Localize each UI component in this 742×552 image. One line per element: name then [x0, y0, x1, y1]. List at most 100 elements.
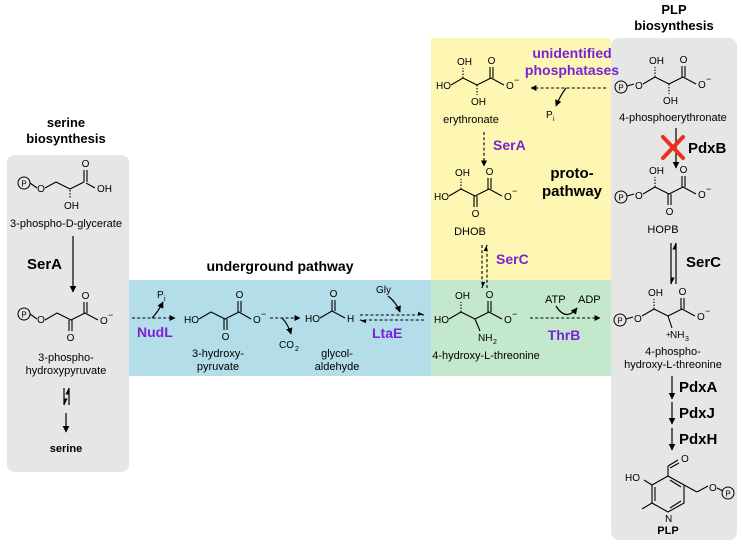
svg-text:O: O: [697, 312, 705, 323]
svg-text:O: O: [666, 207, 674, 218]
label-4-phosphoerythronate: 4-phosphoerythronate: [619, 112, 727, 124]
svg-text:O: O: [681, 454, 689, 465]
svg-text:+: +: [666, 330, 671, 339]
svg-text:OH: OH: [457, 57, 472, 68]
svg-text:P: P: [21, 311, 26, 320]
serine-pathway-box: [7, 155, 129, 472]
enzyme-serc-mid: SerC: [496, 251, 529, 267]
label-hp-line2: pyruvate: [197, 361, 239, 373]
svg-text:HO: HO: [625, 473, 640, 484]
svg-text:−: −: [512, 186, 517, 196]
arrow-atp-adp: [555, 305, 578, 316]
enzyme-thrb: ThrB: [548, 327, 581, 343]
underground-pathway-box: [129, 280, 431, 376]
svg-text:O: O: [680, 165, 688, 176]
label-plp: PLP: [657, 525, 678, 537]
svg-text:−: −: [108, 310, 113, 320]
svg-text:O: O: [506, 81, 514, 92]
svg-text:HO: HO: [434, 315, 449, 326]
equilibrium-arrow-php-serine: [63, 387, 70, 406]
proto-header-line2: pathway: [542, 183, 603, 200]
label-ga-line1: glycol-: [321, 348, 353, 360]
svg-text:O: O: [82, 291, 90, 302]
svg-text:OH: OH: [648, 288, 663, 299]
equilibrium-arrow-ltae: [359, 311, 425, 324]
svg-text:HO: HO: [434, 192, 449, 203]
structure-3-hydroxypyruvate: HO O O O −: [184, 290, 266, 343]
svg-text:NH: NH: [670, 330, 684, 341]
svg-text:O: O: [67, 333, 75, 344]
structure-glycolaldehyde: HO O H: [305, 289, 354, 325]
svg-text:N: N: [665, 514, 672, 525]
cofactor-pi-phosphatase: P: [546, 110, 553, 121]
svg-text:O: O: [330, 289, 338, 300]
svg-text:HO: HO: [436, 81, 451, 92]
svg-text:OH: OH: [455, 168, 470, 179]
label-erythronate: erythronate: [443, 114, 499, 126]
label-hp-line1: 3-hydroxy-: [192, 348, 244, 360]
svg-text:O: O: [253, 315, 261, 326]
enzyme-serc-right: SerC: [686, 254, 721, 271]
enzyme-pdxh: PdxH: [679, 431, 717, 448]
svg-text:O: O: [236, 290, 244, 301]
svg-text:OH: OH: [471, 97, 486, 108]
svg-text:−: −: [261, 309, 266, 319]
svg-text:−: −: [512, 309, 517, 319]
cofactor-co2: CO: [279, 340, 294, 351]
enzyme-sera-left: SerA: [27, 256, 62, 273]
svg-text:O: O: [37, 184, 45, 195]
svg-text:OH: OH: [663, 96, 678, 107]
svg-text:O: O: [488, 56, 496, 67]
label-serine: serine: [50, 443, 82, 455]
label-phthr-line1: 4-phospho-: [645, 346, 701, 358]
structure-4-hydroxy-l-threonine: HO OH NH 2 O O −: [434, 290, 517, 346]
enzyme-sera-mid: SerA: [493, 137, 526, 153]
svg-text:O: O: [698, 80, 706, 91]
arrow-gly-input: [387, 295, 401, 313]
svg-text:−: −: [706, 74, 711, 84]
cofactor-pi-nudl: P: [157, 290, 164, 301]
proto-pathway-box: [431, 38, 611, 280]
svg-text:O: O: [100, 316, 108, 327]
label-dhob: DHOB: [454, 226, 486, 238]
svg-text:OH: OH: [97, 184, 112, 195]
svg-text:P: P: [618, 84, 623, 93]
svg-text:H: H: [347, 314, 354, 325]
svg-text:HO: HO: [184, 315, 199, 326]
label-3-phospho-d-glycerate: 3-phospho-D-glycerate: [10, 218, 122, 230]
svg-text:O: O: [679, 287, 687, 298]
svg-text:OH: OH: [64, 201, 79, 212]
plp-header-line2: biosynthesis: [634, 18, 713, 33]
serine-header-line2: biosynthesis: [26, 131, 105, 146]
proto-header-line1: proto-: [550, 165, 593, 182]
equilibrium-arrow-serc-mid: [481, 244, 488, 289]
svg-text:O: O: [504, 192, 512, 203]
svg-text:−: −: [514, 75, 519, 85]
enzyme-pdxj: PdxJ: [679, 405, 715, 422]
svg-text:O: O: [37, 315, 45, 326]
enzyme-ltae: LtaE: [372, 325, 402, 341]
arrow-pi-release-phosphatase: [555, 87, 567, 107]
equilibrium-arrow-serc-right: [670, 242, 677, 285]
label-ga-line2: aldehyde: [315, 361, 360, 373]
structure-4-phosphoerythronate: P O OH OH O O −: [614, 55, 711, 107]
structure-erythronate: HO OH OH O O −: [436, 56, 519, 108]
cofactor-atp: ATP: [545, 294, 566, 306]
blocked-x-mark: [661, 135, 685, 160]
svg-text:O: O: [486, 290, 494, 301]
plp-pathway-box: [611, 38, 737, 540]
cofactor-gly: Gly: [376, 285, 391, 296]
cofactor-co2-sub: 2: [295, 346, 299, 353]
svg-text:P: P: [725, 490, 730, 499]
structure-3-phosphohydroxypyruvate: P O O O O −: [17, 291, 113, 344]
plp-header-line1: PLP: [661, 2, 687, 17]
structure-3-phospho-d-glycerate: P O O OH OH: [17, 159, 112, 212]
structure-hopb: P O OH O O O −: [614, 165, 711, 218]
svg-text:O: O: [698, 190, 706, 201]
svg-text:P: P: [618, 194, 623, 203]
structure-plp: O HO N O P: [625, 454, 735, 525]
underground-header: underground pathway: [207, 258, 354, 274]
enzyme-nudl: NudL: [137, 324, 173, 340]
